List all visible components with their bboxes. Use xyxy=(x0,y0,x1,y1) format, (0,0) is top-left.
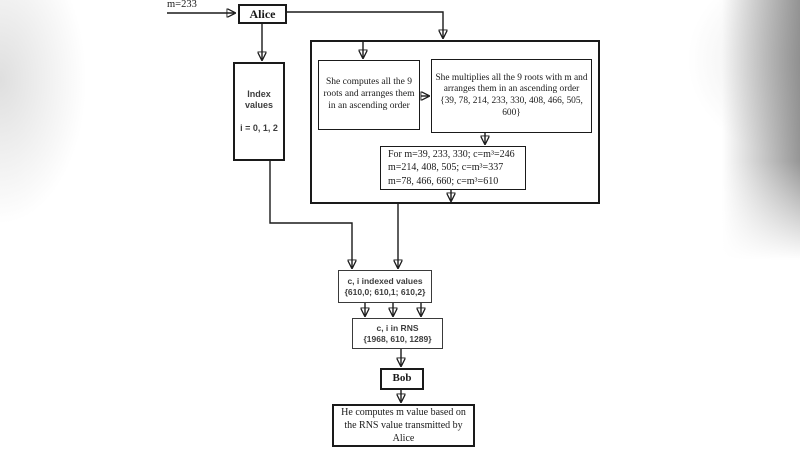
connector-index-to-indexed xyxy=(269,161,352,267)
index-values-node: Index values i = 0, 1, 2 xyxy=(233,62,285,161)
bob-node: Bob xyxy=(380,368,424,390)
index-values-list: i = 0, 1, 2 xyxy=(240,123,278,134)
multiply-roots-set: {39, 78, 214, 233, 330, 408, 466, 505, 6… xyxy=(440,96,583,118)
cube-line-3: m=78, 466, 660; c=m³=610 xyxy=(388,175,499,187)
rns-values-node: c, i in RNS {1968, 610, 1289} xyxy=(352,318,443,349)
index-values-title: Index values xyxy=(244,88,274,110)
indexed-values-set: {610,0; 610,1; 610,2} xyxy=(344,286,426,297)
m-value-label: m=233 xyxy=(167,0,197,10)
indexed-values-node: c, i indexed values {610,0; 610,1; 610,2… xyxy=(338,270,432,303)
compute-roots-text: She computes all the 9 roots and arrange… xyxy=(323,77,415,111)
multiply-roots-text: She multiplies all the 9 roots with m an… xyxy=(435,72,588,95)
multiply-roots-node: She multiplies all the 9 roots with m an… xyxy=(431,59,592,133)
alice-node: Alice xyxy=(238,4,287,24)
compute-roots-node: She computes all the 9 roots and arrange… xyxy=(318,60,420,130)
alice-label: Alice xyxy=(249,6,276,21)
rns-set: {1968, 610, 1289} xyxy=(363,333,432,344)
bob-computes-node: He computes m value based on the RNS val… xyxy=(332,404,475,447)
alice-process-container xyxy=(310,40,600,204)
connector-alice-to-container xyxy=(287,11,443,37)
indexed-values-title: c, i indexed values xyxy=(347,275,423,286)
bob-label: Bob xyxy=(392,372,412,385)
bob-computes-text: He computes m value based on the RNS val… xyxy=(341,407,466,444)
rns-title: c, i in RNS xyxy=(376,322,419,333)
cube-line-2: m=214, 408, 505; c=m³=337 xyxy=(388,162,504,174)
cube-line-1: For m=39, 233, 330; c=m³=246 xyxy=(388,149,515,161)
cube-computation-node: For m=39, 233, 330; c=m³=246 m=214, 408,… xyxy=(380,146,526,190)
